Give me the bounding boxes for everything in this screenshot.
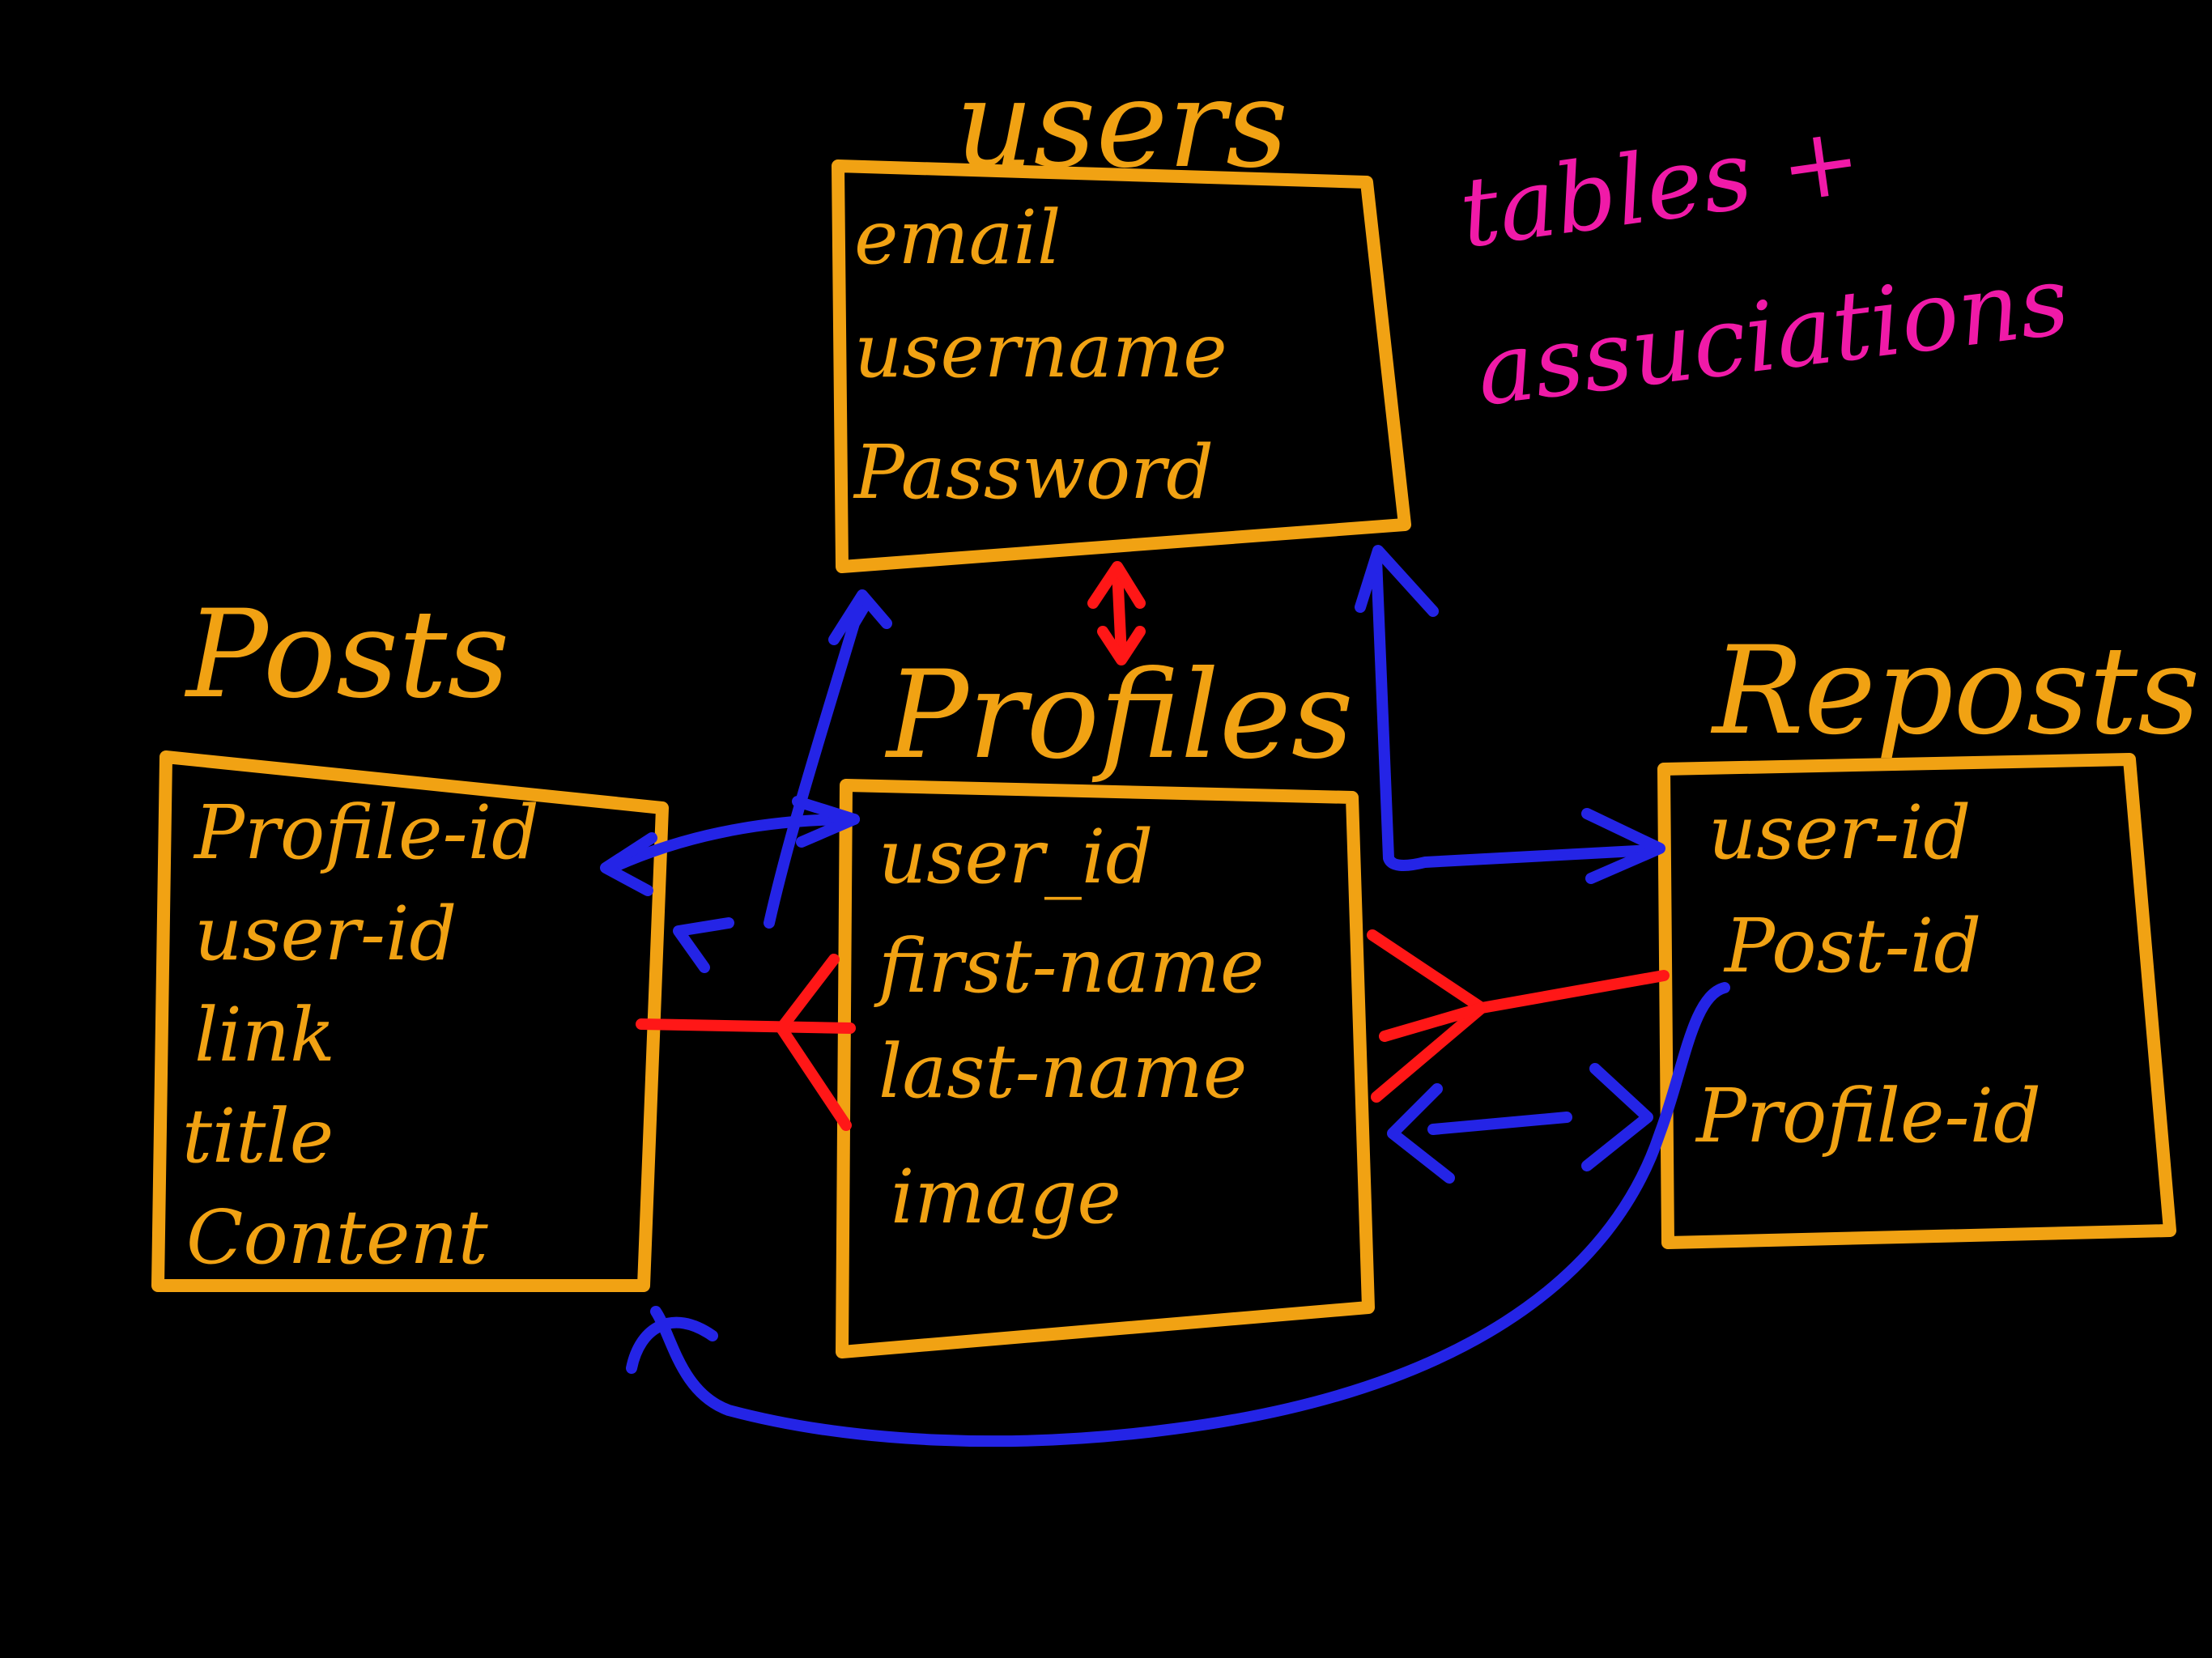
posts-field-title: title <box>182 1093 334 1180</box>
assoc-profiles-users-left <box>764 597 872 929</box>
table-profiles[interactable]: Profiles user_id first-name last-name im… <box>836 645 1375 1358</box>
arrowhead-users-left <box>828 589 892 645</box>
arrowhead-users-right <box>1355 545 1439 617</box>
posts-field-link: link <box>194 992 335 1078</box>
table-box-posts <box>151 750 669 1292</box>
crowfoot-profiles-left <box>776 954 852 1131</box>
arrowhead-reposts-top <box>1581 808 1665 884</box>
table-box-users <box>832 159 1411 573</box>
table-box-profiles <box>836 779 1375 1358</box>
arrowhead-posts-right <box>600 832 657 896</box>
posts-field-content: Content <box>186 1194 489 1281</box>
profiles-field-first-name: first-name <box>874 923 1264 1010</box>
profiles-field-image: image <box>891 1154 1121 1240</box>
table-title-profiles: Profiles <box>884 645 1354 786</box>
arrowhead-users-red <box>1087 561 1146 609</box>
arrowhead-profiles-left <box>792 796 860 848</box>
table-title-reposts: Reposts <box>1710 621 2200 762</box>
users-field-password: Password <box>853 429 1214 516</box>
arrowhead-reposts-lower <box>1581 1063 1653 1171</box>
table-reposts[interactable]: Reposts user-id Post-id Profile-id <box>1657 621 2200 1249</box>
assoc-reposts-posts-curve <box>650 982 1730 1448</box>
assoc-posts-profiles-red <box>636 1018 856 1034</box>
posts-field-user-id: user-id <box>194 891 457 977</box>
posts-field-profile-id: Profile-id <box>193 789 539 876</box>
reposts-field-post-id: Post-id <box>1723 903 1981 989</box>
table-users[interactable]: users email username Password <box>832 54 1411 573</box>
note-tables-associations: tables + assuciations <box>1453 103 2075 427</box>
assoc-posts-profiles <box>610 814 860 872</box>
users-field-username: username <box>854 308 1227 394</box>
assoc-users-reposts <box>1371 553 1657 871</box>
assoc-profiles-users-red <box>1112 565 1127 661</box>
assoc-profiles-reposts-red <box>1476 970 1670 1014</box>
profiles-field-user-id: user_id <box>878 814 1153 900</box>
profiles-field-last-name: last-name <box>878 1028 1247 1115</box>
arrowhead-profiles-red <box>1097 626 1146 665</box>
reposts-field-profile-id: Profile-id <box>1695 1073 2041 1159</box>
users-field-email: email <box>854 194 1061 281</box>
note-line-2: assuciations <box>1471 244 2075 427</box>
assoc-posts-back-hook <box>673 917 734 973</box>
table-title-posts: Posts <box>184 585 509 725</box>
note-line-1: tables + <box>1453 103 1868 270</box>
arrowhead-posts-bottom <box>626 1316 718 1374</box>
table-box-reposts <box>1657 753 2176 1249</box>
arrowhead-profiles-lower <box>1387 1083 1455 1184</box>
crowfoot-profiles-right-mid <box>1379 1002 1487 1042</box>
reposts-field-user-id: user-id <box>1708 789 1971 876</box>
assoc-profiles-reposts-blue <box>1427 1112 1572 1135</box>
table-posts[interactable]: Posts Profile-id user-id link title Cont… <box>151 585 669 1292</box>
